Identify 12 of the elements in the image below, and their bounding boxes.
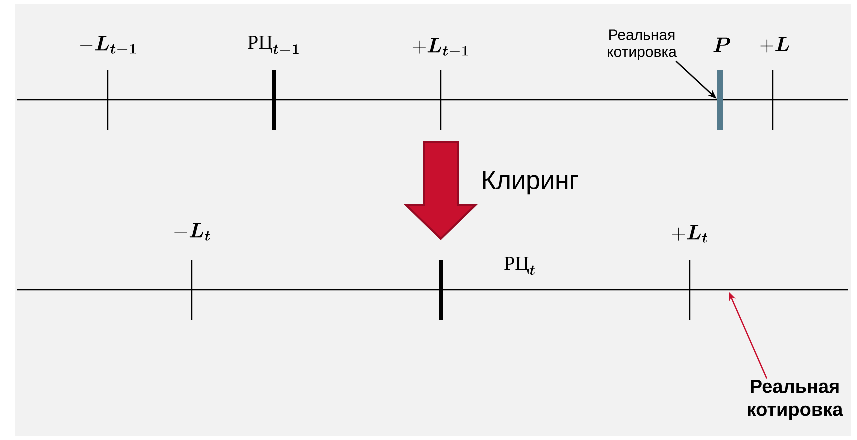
axis-label: $+\boldsymbol{L}_{\boldsymbol{t-1}}$ [412, 38, 468, 56]
axis-label: $+\boldsymbol{L}$ [760, 37, 790, 53]
step-label: Клиринг [483, 171, 578, 195]
axis-label: $\text{РЦ}_{\boldsymbol{t-1}}$ [248, 36, 299, 54]
axis-label: $-\boldsymbol{L}_{\boldsymbol{t-1}}$ [80, 36, 136, 54]
callout-text: Реальная котировка [608, 30, 677, 60]
axis-label: $-\boldsymbol{L}_{\boldsymbol{t}}$ [174, 223, 210, 241]
axis-label: $\text{РЦ}_{\boldsymbol{t}}$ [504, 256, 535, 276]
axis-label: $+\boldsymbol{L}_{\boldsymbol{t}}$ [672, 225, 708, 243]
axis-label: $\boldsymbol{P}$ [714, 38, 730, 52]
callout-text: Реальная котировка [748, 380, 844, 420]
price-mark [717, 70, 723, 130]
